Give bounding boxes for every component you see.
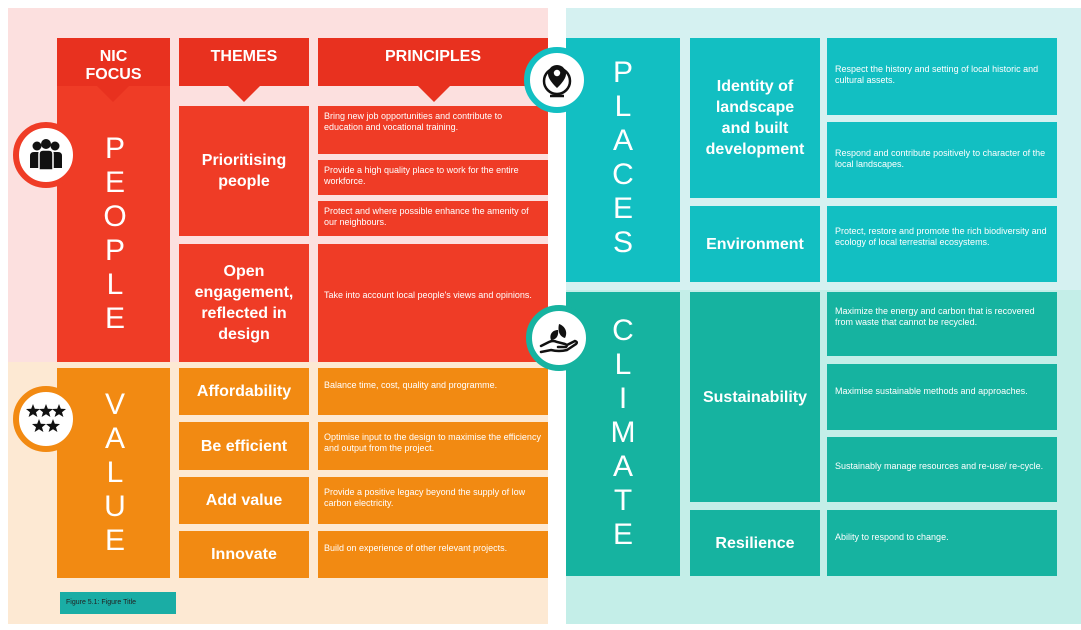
places-letter: L: [614, 90, 632, 123]
climate-principle: Maximize the energy and carbon that is r…: [827, 292, 1057, 356]
places-principle: Respond and contribute positively to cha…: [827, 122, 1057, 198]
value-theme-label: Innovate: [211, 546, 277, 563]
climate-vertical-label: C L I M A T E: [603, 314, 643, 552]
places-principle-text: Respond and contribute positively to cha…: [835, 148, 1046, 169]
value-principle: Balance time, cost, quality and programm…: [318, 368, 548, 415]
climate-principle-text: Ability to respond to change.: [835, 532, 949, 542]
people-focus-column: [57, 86, 170, 362]
people-principle: Provide a high quality place to work for…: [318, 160, 548, 195]
people-letter: O: [103, 200, 127, 233]
people-principle: Take into account local people's views a…: [318, 244, 548, 362]
places-letter: C: [612, 158, 634, 191]
value-principle-text: Optimise input to the design to maximise…: [324, 432, 541, 453]
places-principle: Respect the history and setting of local…: [827, 38, 1057, 115]
places-vertical-label: P L A C E S: [603, 56, 643, 260]
people-principle-text: Bring new job opportunities and contribu…: [324, 111, 503, 132]
people-letter: P: [104, 234, 125, 267]
themes-notch: [228, 86, 260, 102]
value-theme-label: Be efficient: [200, 437, 288, 455]
places-letter: A: [612, 124, 633, 157]
places-principle-text: Protect, restore and promote the rich bi…: [835, 226, 1047, 247]
header-nic-focus: NIC FOCUS: [57, 38, 170, 86]
value-theme-label: Affordability: [196, 383, 292, 400]
climate-theme-label: Sustainability: [702, 388, 808, 406]
value-icon-circle: [13, 386, 79, 452]
stars-icon: [26, 404, 66, 432]
value-theme-efficient: Be efficient: [179, 422, 309, 470]
climate-theme-sustainability: Sustainability: [690, 292, 820, 502]
places-letter: S: [612, 226, 633, 259]
people-principle-text: Protect and where possible enhance the a…: [324, 206, 529, 227]
value-letter: U: [104, 490, 126, 523]
climate-principle-text: Sustainably manage resources and re-use/…: [835, 461, 1044, 471]
principles-notch: [418, 86, 450, 102]
people-group-icon: [30, 139, 62, 171]
people-vertical-label: P E O P L E: [95, 132, 135, 336]
climate-principle-text: Maximise sustainable methods and approac…: [835, 386, 1028, 396]
places-theme-environment: Environment: [690, 206, 820, 282]
value-letter: E: [104, 524, 125, 557]
climate-theme-label: Resilience: [715, 534, 795, 552]
places-principle: Protect, restore and promote the rich bi…: [827, 206, 1057, 282]
header-principles: PRINCIPLES: [318, 38, 548, 86]
climate-letter: I: [618, 382, 628, 415]
value-theme-add-value: Add value: [179, 477, 309, 524]
climate-principle: Ability to respond to change.: [827, 510, 1057, 576]
value-principle-text: Balance time, cost, quality and programm…: [324, 380, 498, 390]
value-principle-text: Provide a positive legacy beyond the sup…: [324, 487, 526, 508]
figure-caption: Figure 5.1: Figure Title: [60, 592, 176, 614]
climate-letter: T: [613, 484, 633, 517]
value-principle-text: Build on experience of other relevant pr…: [324, 543, 508, 553]
places-icon-circle: [524, 47, 590, 113]
climate-principle-text: Maximize the energy and carbon that is r…: [835, 306, 1035, 327]
people-principle-text: Provide a high quality place to work for…: [324, 165, 519, 186]
people-theme-label: Prioritising people: [201, 152, 287, 190]
people-principle-text: Take into account local people's views a…: [324, 290, 532, 300]
value-theme-innovate: Innovate: [179, 531, 309, 578]
climate-principle: Sustainably manage resources and re-use/…: [827, 437, 1057, 502]
climate-theme-resilience: Resilience: [690, 510, 820, 576]
places-theme-identity: Identity of landscape and built developm…: [690, 38, 820, 198]
climate-letter: A: [612, 450, 633, 483]
value-letter: V: [104, 388, 125, 421]
people-letter: E: [104, 302, 125, 335]
figure-caption-text: Figure 5.1: Figure Title: [66, 599, 137, 606]
places-letter: P: [612, 56, 633, 89]
people-letter: P: [104, 132, 125, 165]
value-principle: Build on experience of other relevant pr…: [318, 531, 548, 578]
places-theme-label: Environment: [706, 235, 804, 253]
people-theme-prioritising: Prioritising people: [179, 106, 309, 236]
climate-icon-circle: [526, 305, 592, 371]
value-theme-affordability: Affordability: [179, 368, 309, 415]
people-letter: E: [104, 166, 125, 199]
places-principle-text: Respect the history and setting of local…: [835, 64, 1039, 85]
people-theme-label: Open engagement, reflected in design: [194, 263, 294, 343]
value-letter: L: [106, 456, 124, 489]
value-theme-label: Add value: [205, 492, 283, 509]
places-letter: E: [612, 192, 633, 225]
people-principle: Protect and where possible enhance the a…: [318, 201, 548, 236]
people-focus-notch: [97, 86, 129, 102]
climate-letter: L: [614, 348, 632, 381]
header-themes: THEMES: [179, 38, 309, 86]
climate-principle: Maximise sustainable methods and approac…: [827, 364, 1057, 430]
value-principle: Optimise input to the design to maximise…: [318, 422, 548, 470]
people-icon-circle: [13, 122, 79, 188]
climate-letter: C: [612, 314, 634, 347]
header-nic-focus-label: NIC FOCUS: [85, 48, 142, 83]
people-theme-engagement: Open engagement, reflected in design: [179, 244, 309, 362]
value-principle: Provide a positive legacy beyond the sup…: [318, 477, 548, 524]
value-letter: A: [104, 422, 125, 455]
climate-letter: E: [612, 518, 633, 551]
people-letter: L: [106, 268, 124, 301]
hand-leaf-icon: [539, 324, 579, 354]
globe-pin-icon: [542, 65, 572, 98]
header-themes-label: THEMES: [210, 48, 278, 65]
climate-letter: M: [610, 416, 636, 449]
people-principle: Bring new job opportunities and contribu…: [318, 106, 548, 154]
value-focus-column: [57, 368, 170, 578]
places-theme-label: Identity of landscape and built developm…: [705, 78, 805, 158]
value-vertical-label: V A L U E: [95, 388, 135, 558]
header-principles-label: PRINCIPLES: [384, 48, 481, 65]
